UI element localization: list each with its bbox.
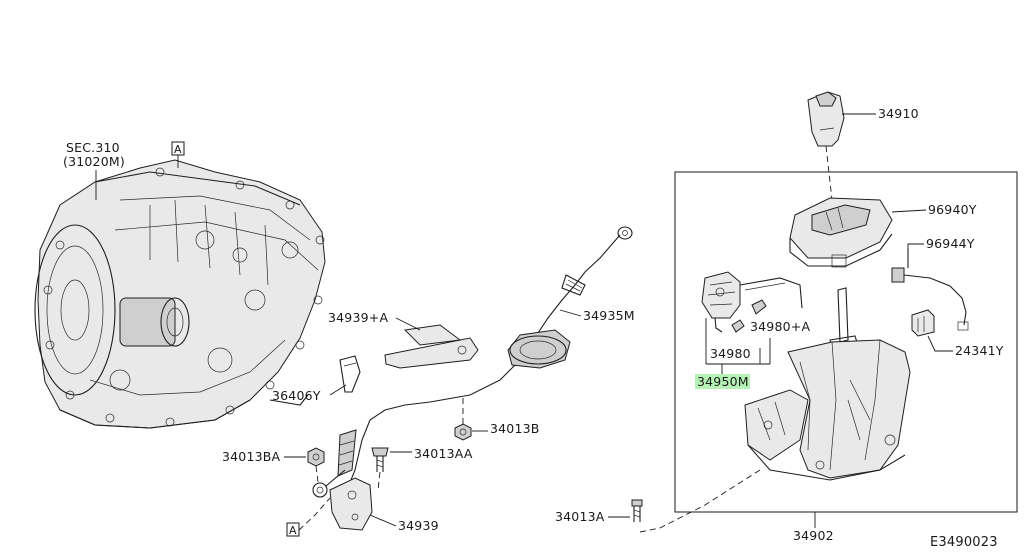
label-34013aa[interactable]: 34013AA bbox=[414, 446, 473, 461]
bolt-34013a[interactable] bbox=[631, 499, 643, 522]
leader-34939 bbox=[369, 514, 397, 527]
label-34939-plus-a[interactable]: 34939+A bbox=[328, 310, 388, 325]
control-cable-34935m[interactable] bbox=[312, 226, 633, 498]
label-34935m[interactable]: 34935M bbox=[583, 308, 635, 323]
solenoid-34980[interactable] bbox=[701, 271, 803, 333]
label-34013a[interactable]: 34013A bbox=[555, 509, 605, 524]
label-36406y[interactable]: 36406Y bbox=[272, 388, 321, 403]
label-34950m[interactable]: 34950M bbox=[697, 374, 749, 389]
diagram-code: E3490023 bbox=[930, 535, 998, 550]
label-34013ba[interactable]: 34013BA bbox=[222, 449, 281, 464]
nut-34013ba[interactable] bbox=[307, 447, 325, 467]
bracket-34939-plus-a[interactable] bbox=[384, 324, 479, 369]
leader-34980 bbox=[705, 318, 771, 365]
switch-24341y[interactable] bbox=[911, 309, 935, 337]
leader-96940y bbox=[891, 209, 927, 213]
leader-36406y bbox=[329, 384, 347, 396]
ref-marker-bottom[interactable]: A bbox=[289, 524, 297, 537]
bolt-34013aa[interactable] bbox=[371, 447, 389, 472]
leader-24341y bbox=[927, 335, 953, 352]
shift-knob-34910[interactable] bbox=[807, 91, 845, 147]
ref-marker-top[interactable]: A bbox=[174, 143, 182, 156]
label-34980[interactable]: 34980 bbox=[710, 346, 751, 361]
highlight-34950m bbox=[695, 374, 750, 389]
label-34902[interactable]: 34902 bbox=[793, 528, 834, 543]
shifter-base-34902[interactable] bbox=[744, 287, 911, 481]
leader-96944y bbox=[907, 243, 924, 250]
dash-34013aa bbox=[377, 471, 381, 491]
nut-34013b[interactable] bbox=[454, 423, 472, 441]
label-34013b[interactable]: 34013B bbox=[490, 421, 540, 436]
dash-ref-bottom bbox=[298, 497, 331, 531]
label-96940y[interactable]: 96940Y bbox=[928, 202, 977, 217]
label-34910[interactable]: 34910 bbox=[878, 106, 919, 121]
transmission-assembly[interactable] bbox=[34, 159, 326, 429]
label-24341y[interactable]: 24341Y bbox=[955, 343, 1004, 358]
label-sec-310[interactable]: SEC.310 bbox=[66, 140, 120, 155]
leader-34939-plus-a bbox=[395, 317, 421, 331]
shift-indicator-96940y[interactable] bbox=[789, 197, 893, 268]
dash-34013ba bbox=[315, 465, 319, 483]
label-34939[interactable]: 34939 bbox=[398, 518, 439, 533]
harness-96944y[interactable] bbox=[891, 248, 969, 331]
dash-34013a bbox=[639, 469, 761, 533]
dash-34910 bbox=[825, 145, 833, 201]
leader-34935m bbox=[559, 309, 582, 317]
label-34980-plus-a[interactable]: 34980+A bbox=[750, 319, 810, 334]
label-96944y[interactable]: 96944Y bbox=[926, 236, 975, 251]
assembly-frame bbox=[674, 171, 1018, 513]
bracket-34939[interactable] bbox=[329, 477, 373, 531]
pin-34980-plus-a[interactable] bbox=[731, 299, 767, 333]
label-sec-310-sub[interactable]: (31020M) bbox=[63, 154, 125, 169]
